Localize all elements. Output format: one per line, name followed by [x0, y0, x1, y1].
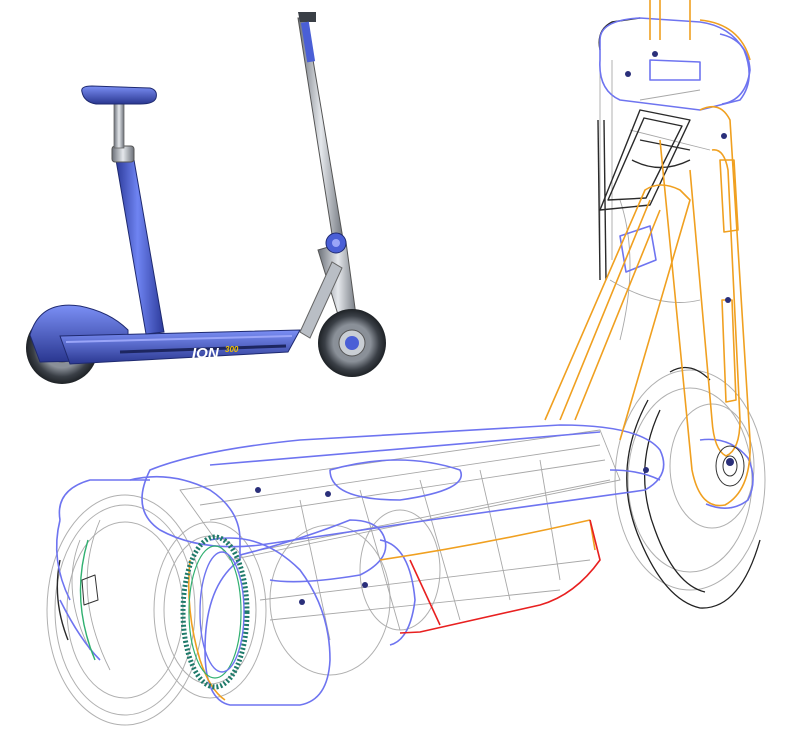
deck: [59, 329, 301, 365]
battery-box-outline: [399, 519, 601, 634]
brand-model: 300: [225, 345, 239, 354]
seat: [81, 85, 157, 105]
handlebar-stem: [297, 17, 345, 248]
front-tire-outline: [626, 366, 761, 609]
brand-name: ION: [192, 345, 220, 362]
handlebar-grip: [298, 12, 316, 22]
steering-linkage: [56, 17, 691, 641]
scooter-render-icon: ION 300: [26, 12, 386, 384]
seat-tube: [115, 159, 165, 335]
front-hub: [81, 445, 745, 606]
wireframe-wheels: [46, 369, 766, 726]
handlebar-accent: [300, 21, 316, 63]
upright-frame-outline: [187, 0, 751, 701]
motor-ring: [79, 534, 250, 690]
deck-frame-outline: [55, 17, 754, 706]
fasteners: [255, 51, 734, 605]
scooter-wireframe-icon: [46, 0, 766, 726]
seat-post: [113, 103, 125, 149]
